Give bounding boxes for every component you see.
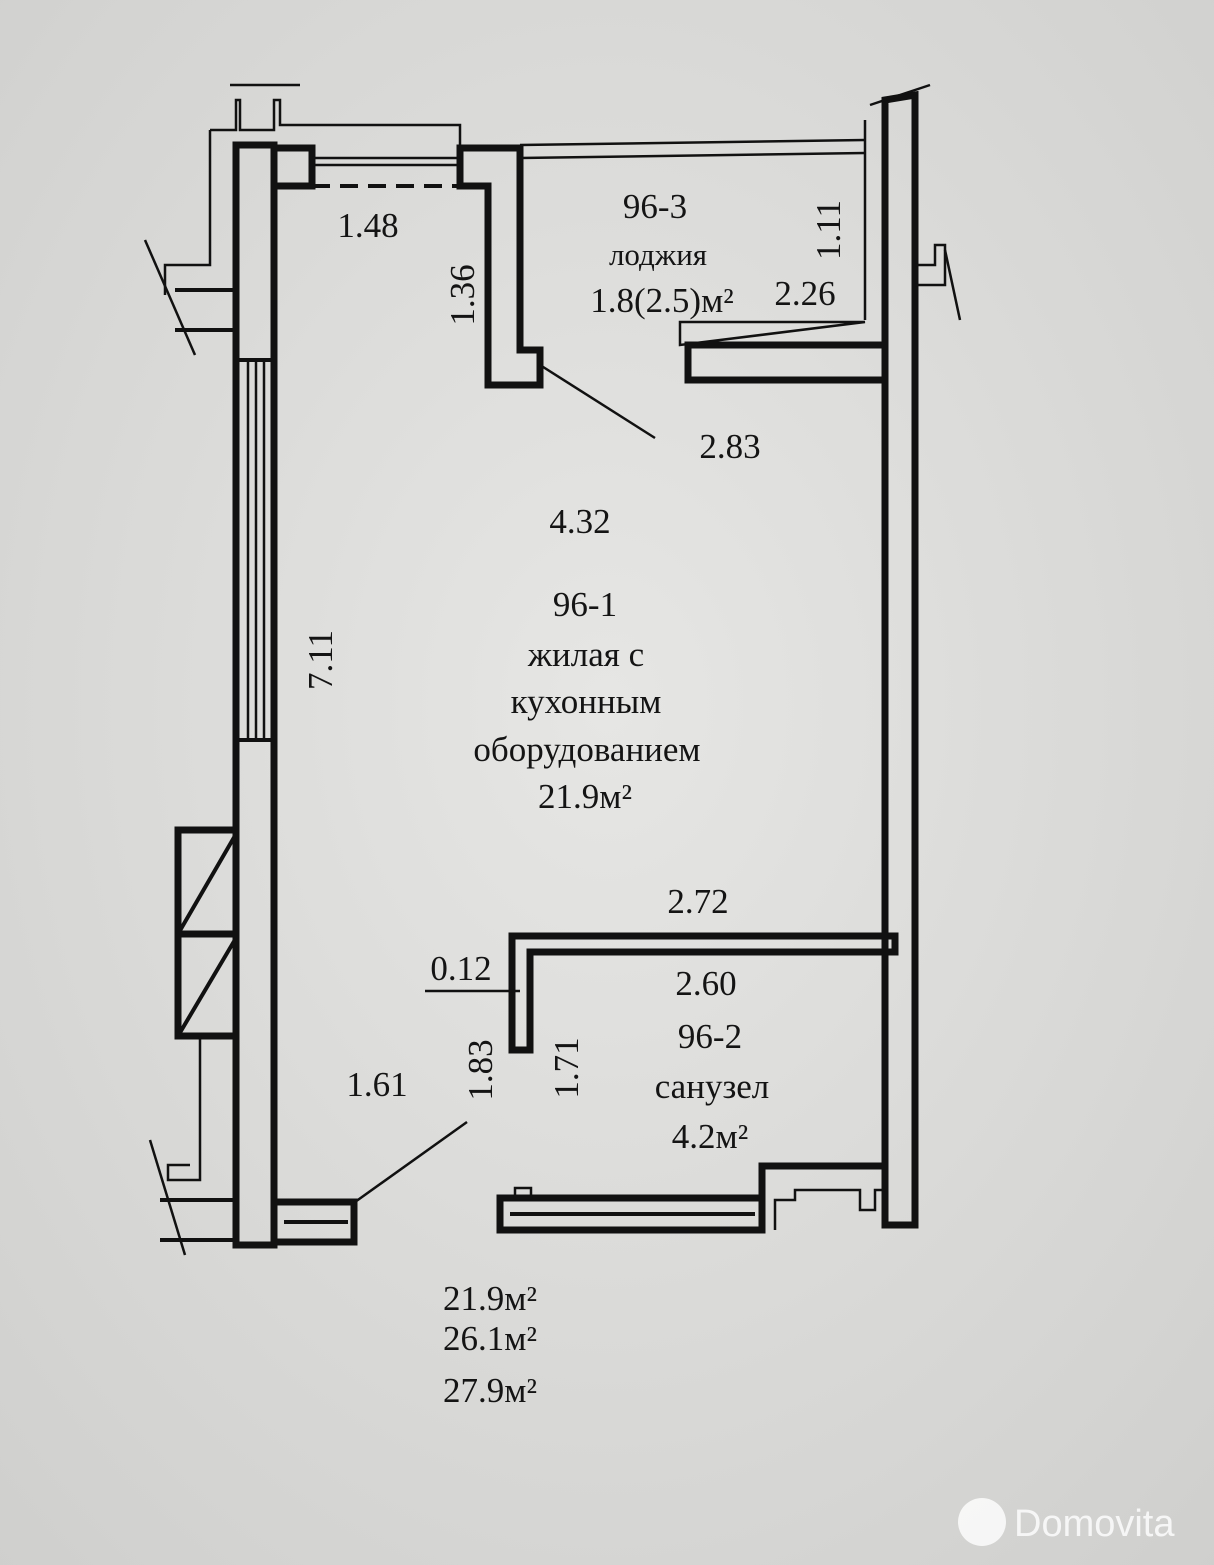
total-area-with-loggia: 27.9м² — [443, 1371, 537, 1410]
leader-line-1-83 — [354, 1120, 468, 1204]
watermark: Domovita — [958, 1498, 1175, 1546]
bottom-wall-left — [270, 1198, 358, 1246]
walls — [143, 83, 962, 1256]
niche-width: 1.48 — [337, 206, 398, 245]
bathroom-wall — [508, 932, 899, 1054]
living-name-1: жилая с — [527, 635, 644, 674]
left-window — [236, 358, 274, 742]
loggia-area: 1.8(2.5)м² — [590, 281, 733, 320]
loggia-width: 2.26 — [774, 274, 835, 313]
loggia-name: лоджия — [609, 237, 707, 272]
bathroom-outer-width: 2.72 — [667, 882, 728, 921]
total-area: 26.1м² — [443, 1319, 537, 1358]
left-exterior-wall — [232, 141, 278, 1249]
diagonal-dim: 2.83 — [699, 427, 760, 466]
right-exterior-wall — [881, 90, 919, 1229]
living-width: 4.32 — [549, 502, 610, 541]
niche-depth: 1.36 — [443, 264, 482, 325]
top-left-block — [270, 144, 316, 190]
loggia-wall — [684, 341, 889, 384]
bathroom-id: 96-2 — [678, 1017, 742, 1056]
entry-dim: 1.61 — [346, 1065, 407, 1104]
loggia-id: 96-3 — [623, 187, 687, 226]
living-length: 7.11 — [301, 630, 340, 690]
bathroom-inner-width: 2.60 — [675, 964, 736, 1003]
living-name-3: оборудованием — [473, 730, 700, 769]
living-name-2: кухонным — [511, 682, 662, 721]
living-area: 21.9м² — [538, 777, 632, 816]
bathroom-wall-thickness: 0.12 — [430, 949, 491, 988]
watermark-logo-icon — [958, 1498, 1006, 1546]
loggia-partition-column — [456, 144, 544, 389]
bathroom-inner-depth: 1.71 — [547, 1037, 586, 1098]
left-balcony-elements — [148, 826, 240, 1256]
total-living-area: 21.9м² — [443, 1279, 537, 1318]
leader-line-2-83 — [539, 363, 656, 440]
watermark-text: Domovita — [1014, 1503, 1175, 1545]
living-id: 96-1 — [553, 585, 617, 624]
loggia-depth: 1.11 — [809, 200, 848, 260]
bathroom-name: санузел — [655, 1067, 770, 1106]
exterior-outline-top-left — [210, 98, 462, 145]
bathroom-outer-depth: 1.83 — [461, 1039, 500, 1100]
bathroom-area: 4.2м² — [672, 1117, 748, 1156]
